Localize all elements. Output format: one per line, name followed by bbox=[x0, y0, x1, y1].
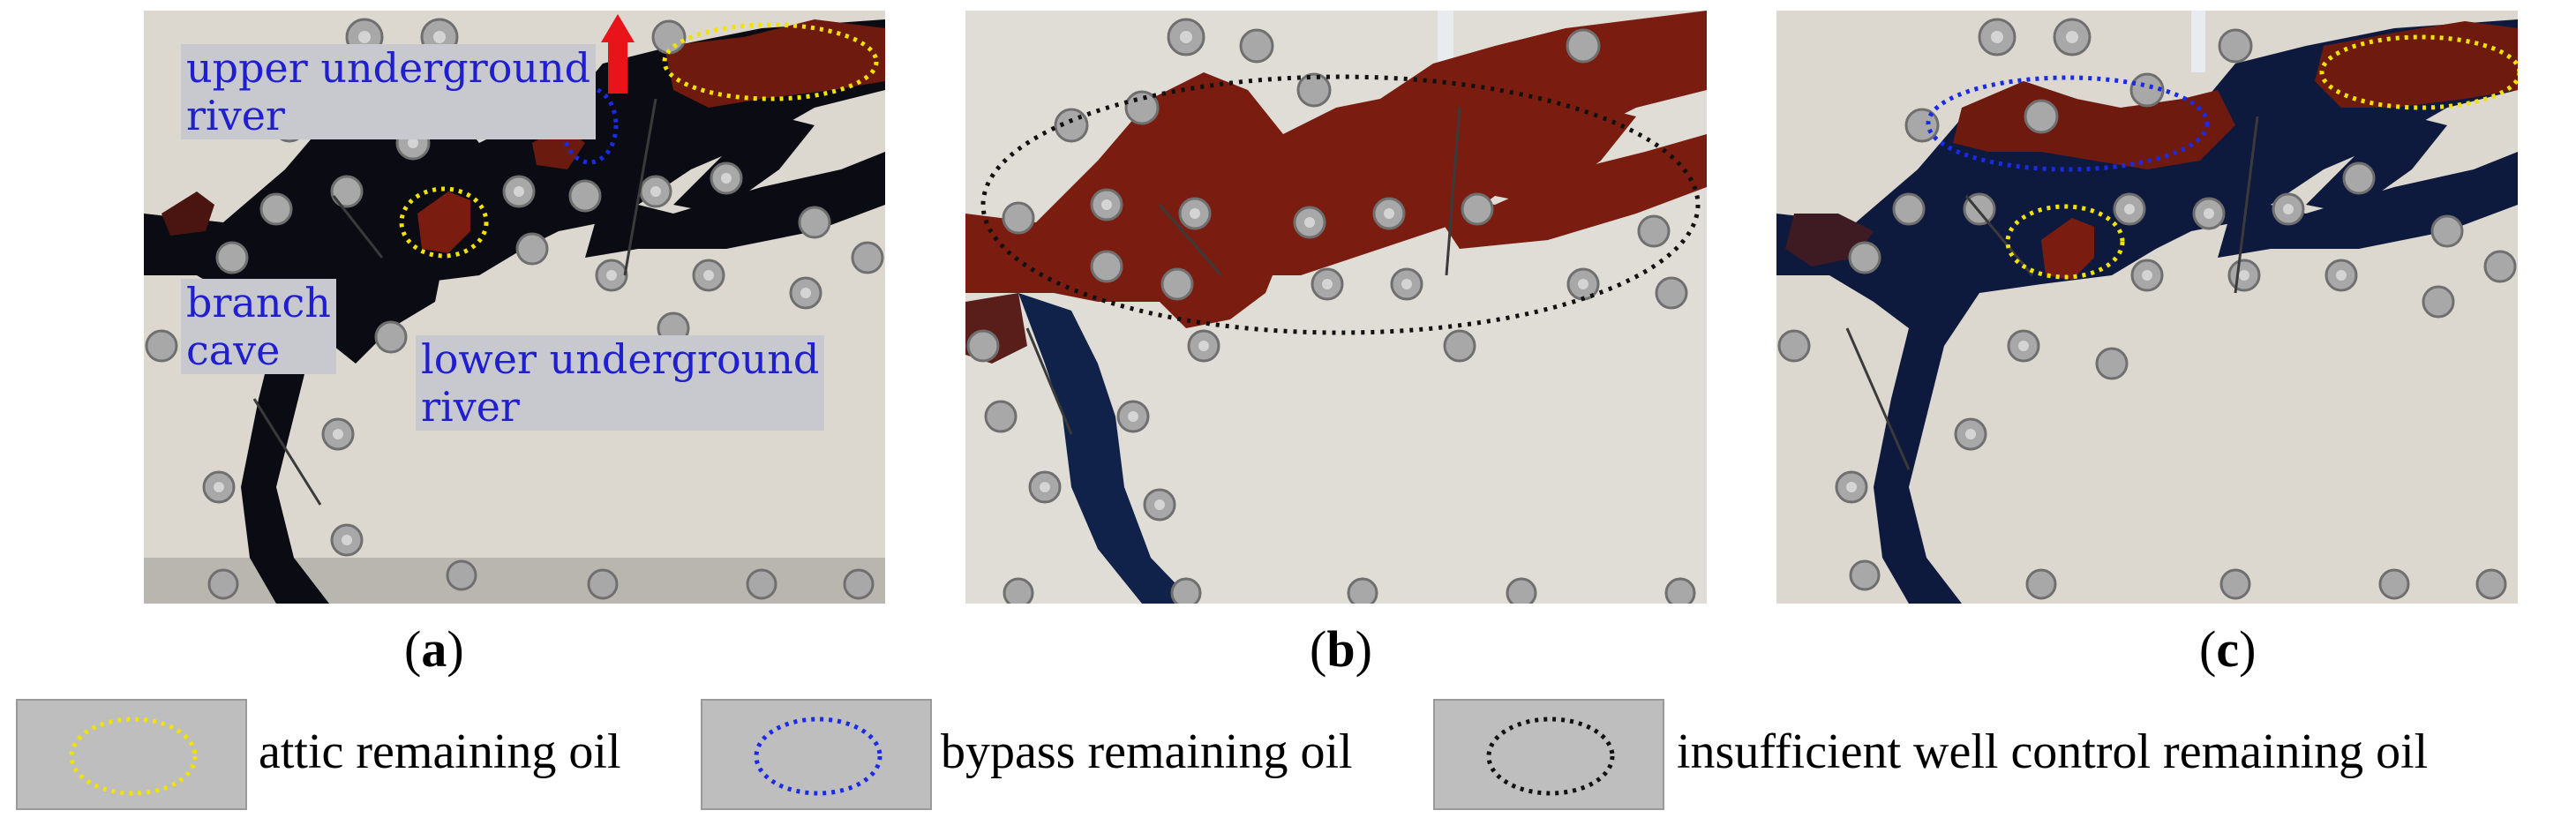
attic-oil-ellipse bbox=[662, 22, 879, 101]
cave-model-photo-b bbox=[965, 11, 1707, 604]
attic-oil-ellipse bbox=[2005, 204, 2125, 280]
blue-dotted-ellipse-icon bbox=[754, 717, 882, 796]
attic-oil-ellipse bbox=[399, 186, 489, 259]
caption-c: (c) bbox=[2199, 620, 2257, 678]
photo-panel-a: upper underground river branch cave lowe… bbox=[144, 11, 885, 604]
label-lower-underground-river: lower underground river bbox=[416, 335, 825, 431]
photo-panel-b bbox=[965, 11, 1707, 604]
photo-panel-c bbox=[1776, 11, 2518, 604]
caption-a: (a) bbox=[404, 620, 464, 678]
label-upper-underground-river: upper underground river bbox=[181, 44, 597, 139]
production-well-arrow bbox=[601, 14, 635, 94]
legend-label-insufficient: insufficient well control remaining oil bbox=[1677, 724, 2429, 779]
bypass-oil-ellipse bbox=[1926, 75, 2210, 172]
legend-swatch-bypass bbox=[701, 699, 932, 810]
label-branch-cave: branch cave bbox=[181, 279, 336, 374]
legend-swatch-insufficient bbox=[1433, 699, 1664, 810]
legend-label-bypass: bypass remaining oil bbox=[941, 724, 1353, 779]
black-dotted-ellipse-icon bbox=[1486, 717, 1615, 796]
insufficient-well-control-ellipse bbox=[980, 74, 1701, 335]
legend-swatch-attic bbox=[16, 699, 247, 810]
cave-model-photo-c bbox=[1776, 11, 2518, 604]
attic-oil-ellipse bbox=[2319, 34, 2518, 110]
legend-label-attic: attic remaining oil bbox=[259, 724, 621, 779]
caption-b: (b) bbox=[1310, 620, 1372, 678]
yellow-dotted-ellipse-icon bbox=[69, 717, 198, 796]
